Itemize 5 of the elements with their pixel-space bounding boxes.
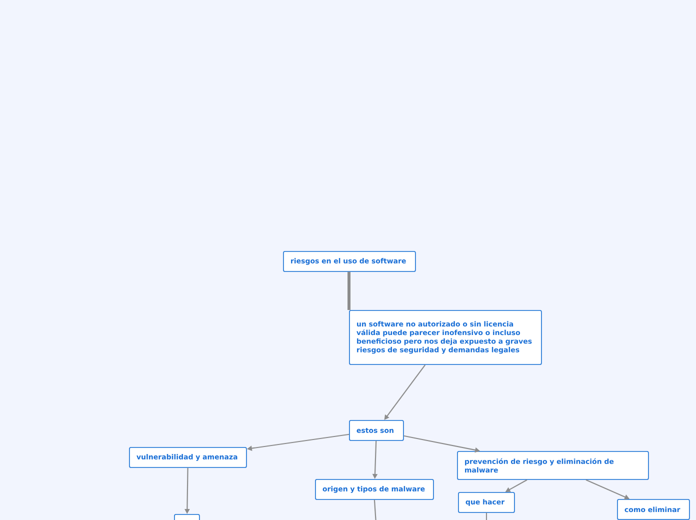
- connector: [374, 500, 377, 520]
- connector: [348, 272, 350, 310]
- connector: [384, 364, 426, 420]
- empty-box: [174, 514, 200, 520]
- connector: [486, 512, 487, 520]
